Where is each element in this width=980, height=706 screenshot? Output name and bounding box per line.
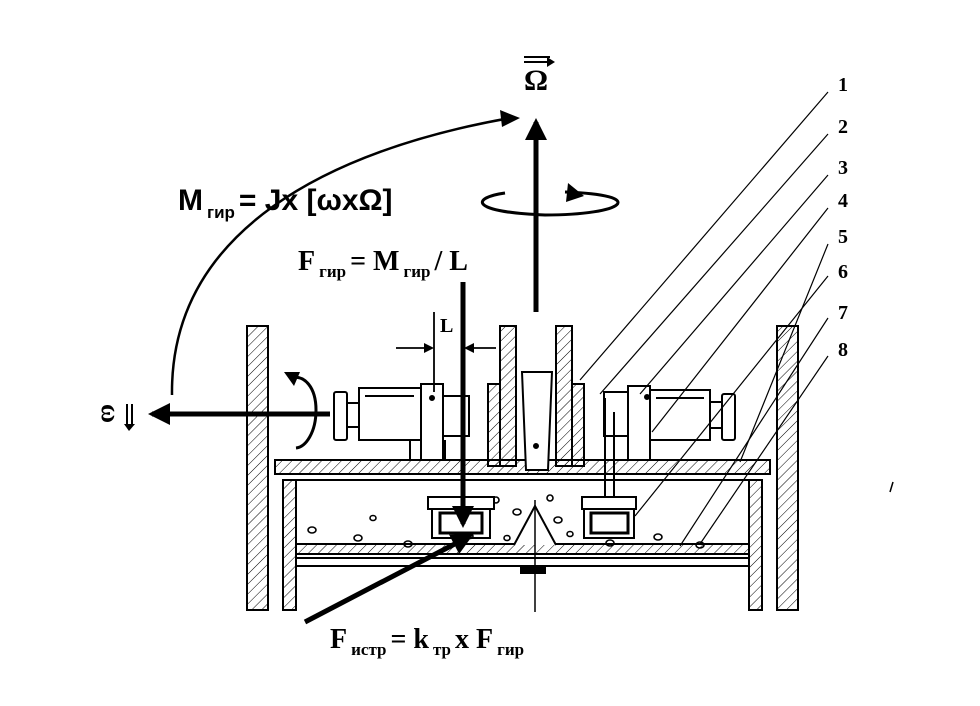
force-rest: / L — [433, 246, 467, 277]
callout-numbers: 1 2 3 4 5 6 7 8 — [838, 74, 848, 361]
shaft-housing-left — [499, 325, 517, 467]
omega-rotation-arrowhead — [566, 183, 584, 202]
callout-leaders — [579, 91, 829, 547]
right-end-disk — [721, 393, 736, 441]
omega-big-label: Ω — [524, 56, 555, 97]
bottom-center-nut — [520, 566, 546, 574]
right-bearing-cap — [603, 391, 631, 437]
callout-4: 4 — [838, 190, 848, 212]
gyro-force-formula: F гир = M гир / L — [298, 246, 468, 281]
friction-mid: = k — [390, 624, 429, 655]
tapered-shaft — [520, 371, 554, 471]
left-rotor-assembly — [333, 383, 470, 461]
omega-small-text: ω — [96, 404, 125, 423]
force-mid: = M — [350, 246, 399, 277]
moment-rest: = Jx [ωxΩ] — [239, 184, 393, 217]
particles — [307, 494, 705, 549]
precession-curve-arrow — [170, 116, 511, 396]
moment-main: M — [178, 184, 203, 217]
force-sub2: гир — [403, 262, 430, 281]
friction-force-arrow — [303, 533, 474, 625]
left-end-disk — [333, 391, 348, 441]
bottom-plate-hatched — [295, 543, 750, 555]
leader-8 — [699, 355, 829, 545]
callout-5: 5 — [838, 226, 848, 248]
central-shaft-housing — [487, 325, 585, 471]
right-rotor-assembly — [603, 385, 736, 461]
precession-curve-arrowhead — [500, 110, 520, 127]
shaft-pin — [533, 443, 539, 449]
omega-rotation-arc — [480, 190, 620, 217]
omega-small-rotation-arc — [289, 375, 318, 450]
right-clamp-shoe — [581, 398, 637, 539]
callout-3: 3 — [838, 157, 848, 179]
omega-small-label: ω — [96, 404, 135, 431]
bottom-plate — [295, 543, 750, 574]
moment-sub: гир — [207, 203, 235, 222]
leader-4 — [651, 207, 829, 433]
force-main: F — [298, 246, 315, 277]
top-plate — [274, 459, 771, 475]
friction-main: F — [330, 624, 347, 655]
omega-big-text: Ω — [524, 64, 548, 97]
leader-5 — [739, 243, 829, 463]
stray-mark — [889, 481, 894, 493]
friction-sub: истр — [351, 640, 386, 659]
shaft-flange-left — [487, 383, 501, 467]
leader-1 — [579, 91, 829, 381]
length-label: L — [440, 315, 453, 337]
shaft-flange-right — [571, 383, 585, 467]
callout-8: 8 — [838, 339, 848, 361]
callout-7: 7 — [838, 302, 848, 324]
force-sub: гир — [319, 262, 346, 281]
leader-2 — [599, 133, 829, 395]
inner-container-left-wall — [282, 479, 297, 611]
friction-formula: F истр = k тр x F гир — [330, 624, 524, 659]
leader-3 — [639, 174, 829, 395]
callout-1: 1 — [838, 74, 848, 96]
inner-container — [282, 479, 763, 611]
friction-sub2: тр — [433, 640, 451, 659]
leader-6 — [634, 275, 829, 517]
leader-7 — [679, 317, 829, 547]
omega-small-rotation-arrowhead — [284, 372, 300, 386]
bottom-plate-lower — [295, 557, 750, 567]
left-hub — [346, 402, 360, 428]
moment-formula: M гир = Jx [ωxΩ] — [178, 184, 393, 222]
callout-2: 2 — [838, 116, 848, 138]
friction-rest: x F — [455, 624, 493, 655]
friction-sub3: гир — [497, 640, 524, 659]
shaft-housing-right — [555, 325, 573, 467]
inner-container-right-wall — [748, 479, 763, 611]
left-housing-wall — [246, 325, 269, 611]
callout-6: 6 — [838, 261, 848, 283]
